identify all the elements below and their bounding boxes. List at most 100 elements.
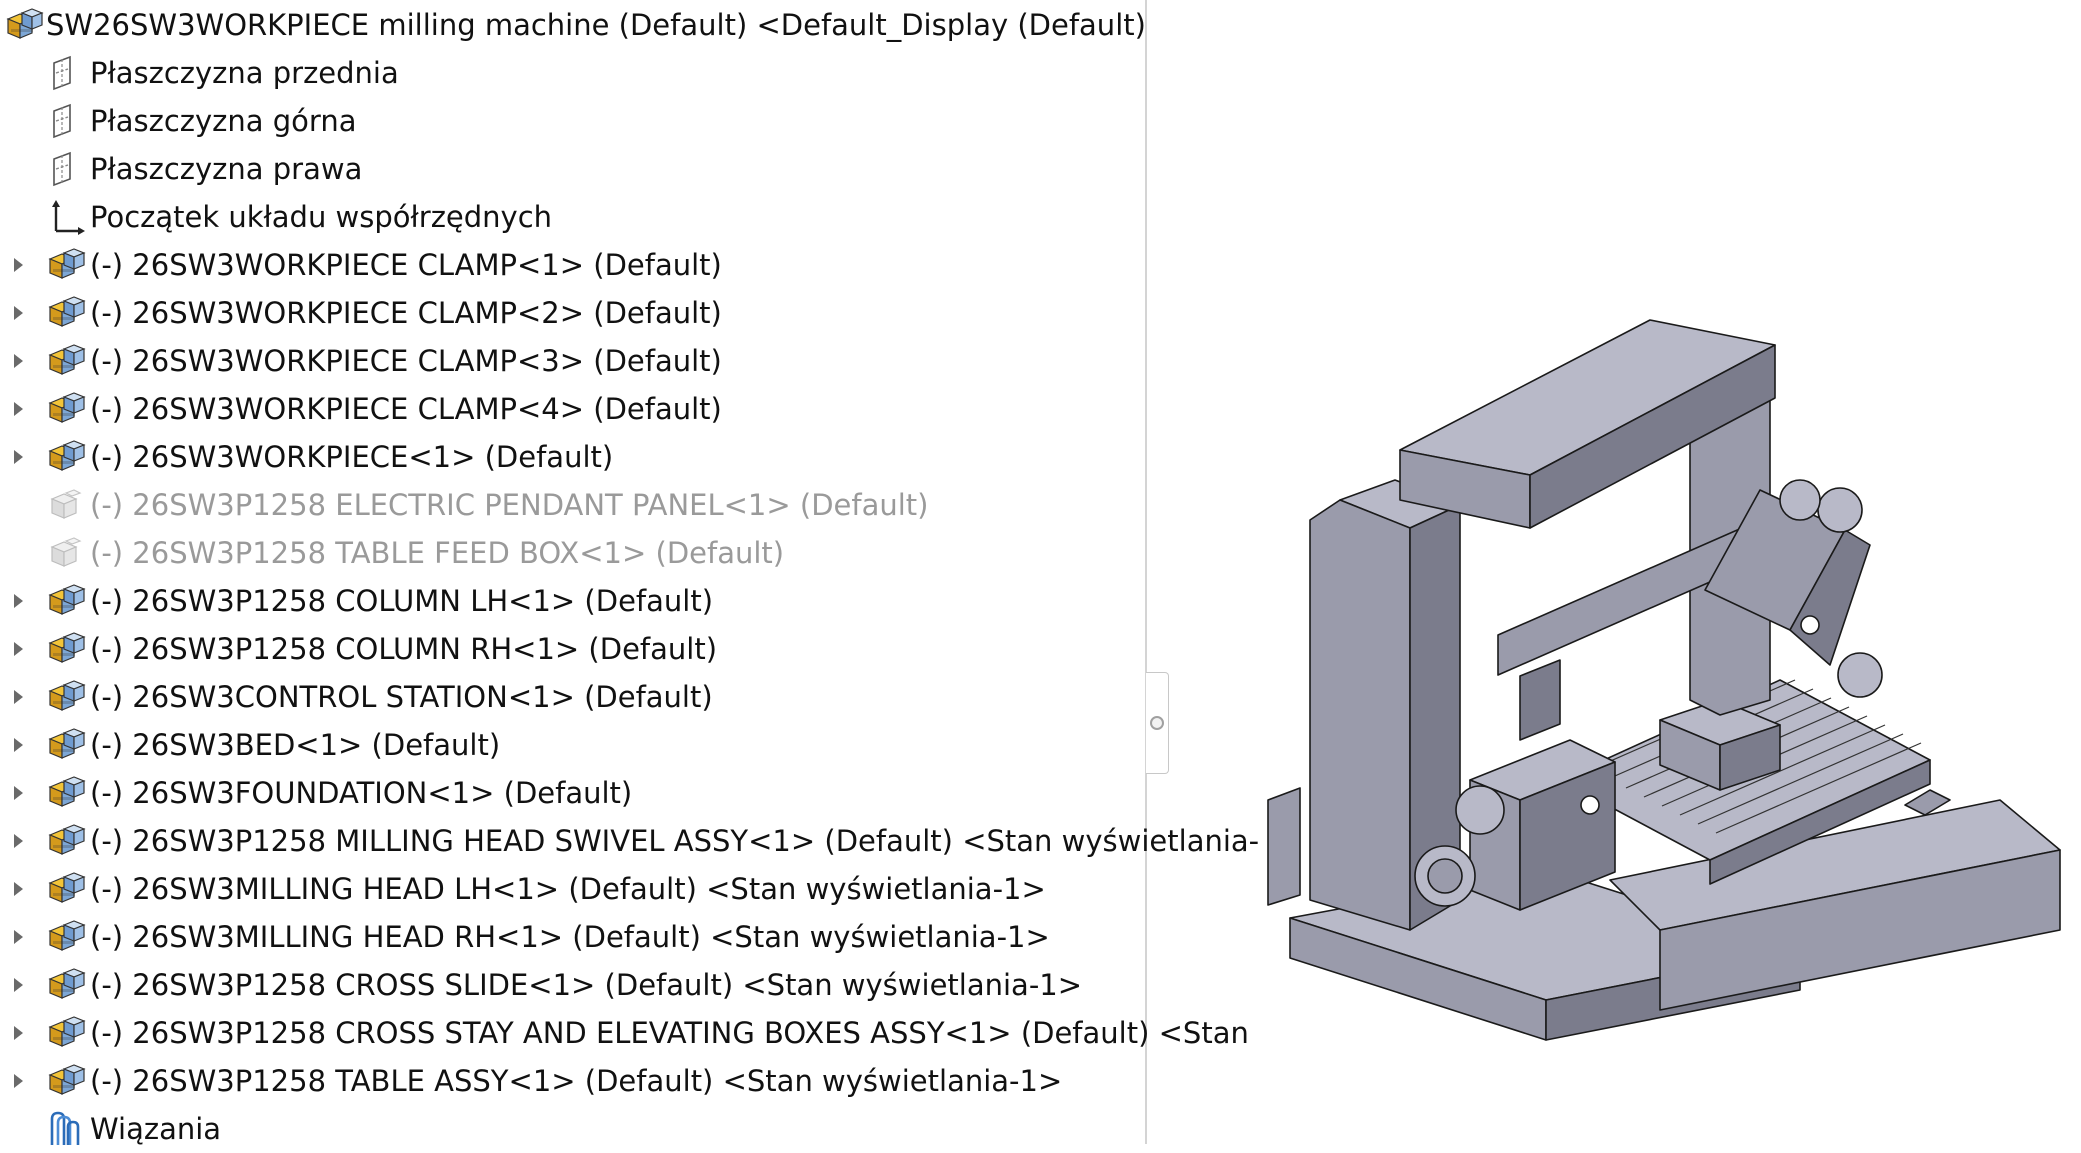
tree-item-label: (-) 26SW3CONTROL STATION<1> (Default) bbox=[90, 680, 713, 714]
assembly-icon bbox=[46, 389, 86, 429]
assembly-icon bbox=[46, 293, 86, 333]
expand-arrow-icon[interactable] bbox=[14, 640, 26, 658]
tree-item-origin[interactable]: Początek układu współrzędnych bbox=[0, 193, 1145, 241]
assembly-icon bbox=[46, 1013, 86, 1053]
spindle-lh bbox=[1455, 785, 1505, 835]
tree-item-label: Początek układu współrzędnych bbox=[90, 200, 553, 234]
assembly-icon bbox=[46, 629, 86, 669]
plane-icon bbox=[46, 101, 86, 141]
tree-item-component[interactable]: (-) 26SW3P1258 COLUMN RH<1> (Default) bbox=[0, 625, 1145, 673]
expand-arrow-icon[interactable] bbox=[14, 832, 26, 850]
tree-item-component[interactable]: (-) 26SW3MILLING HEAD RH<1> (Default) <S… bbox=[0, 913, 1145, 961]
bed-front bbox=[1659, 849, 2061, 1011]
tree-item-component[interactable]: (-) 26SW3CONTROL STATION<1> (Default) bbox=[0, 673, 1145, 721]
tree-item-component[interactable]: (-) 26SW3P1258 CROSS STAY AND ELEVATING … bbox=[0, 1009, 1249, 1057]
graphics-viewport[interactable] bbox=[1148, 0, 2081, 1144]
suppressed-part-icon bbox=[46, 533, 86, 573]
tree-root-assembly[interactable]: SW26SW3WORKPIECE milling machine (Defaul… bbox=[0, 1, 1146, 49]
tree-item-label: (-) 26SW3WORKPIECE CLAMP<3> (Default) bbox=[90, 344, 722, 378]
cross-slide-end bbox=[1519, 659, 1561, 741]
tree-item-plane[interactable]: Płaszczyzna prawa bbox=[0, 145, 1145, 193]
expand-arrow-icon[interactable] bbox=[14, 784, 26, 802]
assembly-icon bbox=[4, 5, 44, 45]
tree-item-component[interactable]: (-) 26SW3P1258 CROSS SLIDE<1> (Default) … bbox=[0, 961, 1145, 1009]
assembly-icon bbox=[46, 437, 86, 477]
tree-item-component[interactable]: (-) 26SW3FOUNDATION<1> (Default) bbox=[0, 769, 1145, 817]
expand-arrow-icon[interactable] bbox=[14, 688, 26, 706]
table-t-slot bbox=[1715, 742, 1922, 834]
plane-icon bbox=[46, 53, 86, 93]
tree-item-label: (-) 26SW3MILLING HEAD RH<1> (Default) <S… bbox=[90, 920, 1050, 954]
expand-arrow-icon[interactable] bbox=[14, 448, 26, 466]
tree-item-plane[interactable]: Płaszczyzna górna bbox=[0, 97, 1145, 145]
tree-item-label: Płaszczyzna górna bbox=[90, 104, 357, 138]
assembly-icon bbox=[46, 725, 86, 765]
milling-machine-3d-model[interactable] bbox=[1148, 0, 2081, 1144]
expand-arrow-icon[interactable] bbox=[14, 1072, 26, 1090]
tree-item-label: (-) 26SW3WORKPIECE CLAMP<1> (Default) bbox=[90, 248, 722, 282]
tree-item-label: (-) 26SW3P1258 CROSS SLIDE<1> (Default) … bbox=[90, 968, 1083, 1002]
tree-item-component-suppressed[interactable]: (-) 26SW3P1258 ELECTRIC PENDANT PANEL<1>… bbox=[0, 481, 1145, 529]
tree-item-component[interactable]: (-) 26SW3WORKPIECE CLAMP<2> (Default) bbox=[0, 289, 1145, 337]
tree-item-label: (-) 26SW3P1258 COLUMN LH<1> (Default) bbox=[90, 584, 714, 618]
tree-item-component[interactable]: (-) 26SW3P1258 COLUMN LH<1> (Default) bbox=[0, 577, 1145, 625]
tree-item-mates[interactable]: Wiązania bbox=[0, 1105, 1145, 1153]
handwheel-icon bbox=[1580, 795, 1600, 815]
spindle-rh bbox=[1837, 652, 1883, 698]
expand-arrow-icon[interactable] bbox=[14, 736, 26, 754]
column-lh-front bbox=[1309, 499, 1411, 931]
expand-arrow-icon[interactable] bbox=[14, 880, 26, 898]
tree-item-label: (-) 26SW3MILLING HEAD LH<1> (Default) <S… bbox=[90, 872, 1046, 906]
tree-item-component[interactable]: (-) 26SW3WORKPIECE CLAMP<4> (Default) bbox=[0, 385, 1145, 433]
tree-item-component[interactable]: (-) 26SW3MILLING HEAD LH<1> (Default) <S… bbox=[0, 865, 1145, 913]
tree-item-label: (-) 26SW3P1258 CROSS STAY AND ELEVATING … bbox=[90, 1016, 1249, 1050]
expand-arrow-icon[interactable] bbox=[14, 256, 26, 274]
origin-icon bbox=[46, 197, 86, 237]
assembly-icon bbox=[46, 869, 86, 909]
panel-splitter-handle[interactable] bbox=[1146, 672, 1169, 774]
tree-item-label: (-) 26SW3FOUNDATION<1> (Default) bbox=[90, 776, 633, 810]
plane-icon bbox=[46, 149, 86, 189]
expand-arrow-icon[interactable] bbox=[14, 400, 26, 418]
expand-arrow-icon[interactable] bbox=[14, 304, 26, 322]
base-block-left bbox=[1267, 787, 1301, 906]
workpiece-side bbox=[1719, 724, 1781, 791]
tree-item-label: Wiązania bbox=[90, 1112, 222, 1146]
tree-item-plane[interactable]: Płaszczyzna przednia bbox=[0, 49, 1145, 97]
tree-item-label: (-) 26SW3P1258 ELECTRIC PENDANT PANEL<1>… bbox=[90, 488, 929, 522]
table-side bbox=[1709, 759, 1931, 885]
assembly-icon bbox=[46, 821, 86, 861]
feature-manager-tree: SW26SW3WORKPIECE milling machine (Defaul… bbox=[0, 0, 1147, 1144]
expand-arrow-icon[interactable] bbox=[14, 976, 26, 994]
mates-icon bbox=[46, 1109, 86, 1149]
tree-item-component[interactable]: (-) 26SW3P1258 MILLING HEAD SWIVEL ASSY<… bbox=[0, 817, 1259, 865]
assembly-icon bbox=[46, 917, 86, 957]
tree-item-component[interactable]: (-) 26SW3BED<1> (Default) bbox=[0, 721, 1145, 769]
tree-item-component[interactable]: (-) 26SW3WORKPIECE CLAMP<3> (Default) bbox=[0, 337, 1145, 385]
expand-arrow-icon[interactable] bbox=[14, 928, 26, 946]
expand-arrow-icon[interactable] bbox=[14, 592, 26, 610]
spindle-cap bbox=[1817, 487, 1863, 533]
tree-item-component[interactable]: (-) 26SW3WORKPIECE<1> (Default) bbox=[0, 433, 1145, 481]
tree-item-label: (-) 26SW3WORKPIECE<1> (Default) bbox=[90, 440, 614, 474]
spindle-cap bbox=[1779, 479, 1821, 521]
crossbeam-side bbox=[1529, 344, 1776, 529]
tree-item-component[interactable]: (-) 26SW3WORKPIECE CLAMP<1> (Default) bbox=[0, 241, 1145, 289]
tree-item-label: Płaszczyzna prawa bbox=[90, 152, 363, 186]
tree-item-label: (-) 26SW3P1258 COLUMN RH<1> (Default) bbox=[90, 632, 718, 666]
handwheel-icon bbox=[1800, 615, 1820, 635]
expand-arrow-icon[interactable] bbox=[14, 1024, 26, 1042]
expand-arrow-icon[interactable] bbox=[14, 352, 26, 370]
assembly-icon bbox=[46, 677, 86, 717]
tree-item-component-suppressed[interactable]: (-) 26SW3P1258 TABLE FEED BOX<1> (Defaul… bbox=[0, 529, 1145, 577]
tree-item-component[interactable]: (-) 26SW3P1258 TABLE ASSY<1> (Default) <… bbox=[0, 1057, 1145, 1105]
tree-root-label: SW26SW3WORKPIECE milling machine (Defaul… bbox=[46, 8, 1146, 42]
tree-item-label: (-) 26SW3P1258 MILLING HEAD SWIVEL ASSY<… bbox=[90, 824, 1260, 858]
tree-item-label: (-) 26SW3P1258 TABLE FEED BOX<1> (Defaul… bbox=[90, 536, 785, 570]
assembly-icon bbox=[46, 965, 86, 1005]
assembly-icon bbox=[46, 773, 86, 813]
assembly-icon bbox=[46, 341, 86, 381]
table-t-slot bbox=[1697, 733, 1904, 825]
assembly-icon bbox=[46, 245, 86, 285]
tree-item-label: (-) 26SW3BED<1> (Default) bbox=[90, 728, 501, 762]
